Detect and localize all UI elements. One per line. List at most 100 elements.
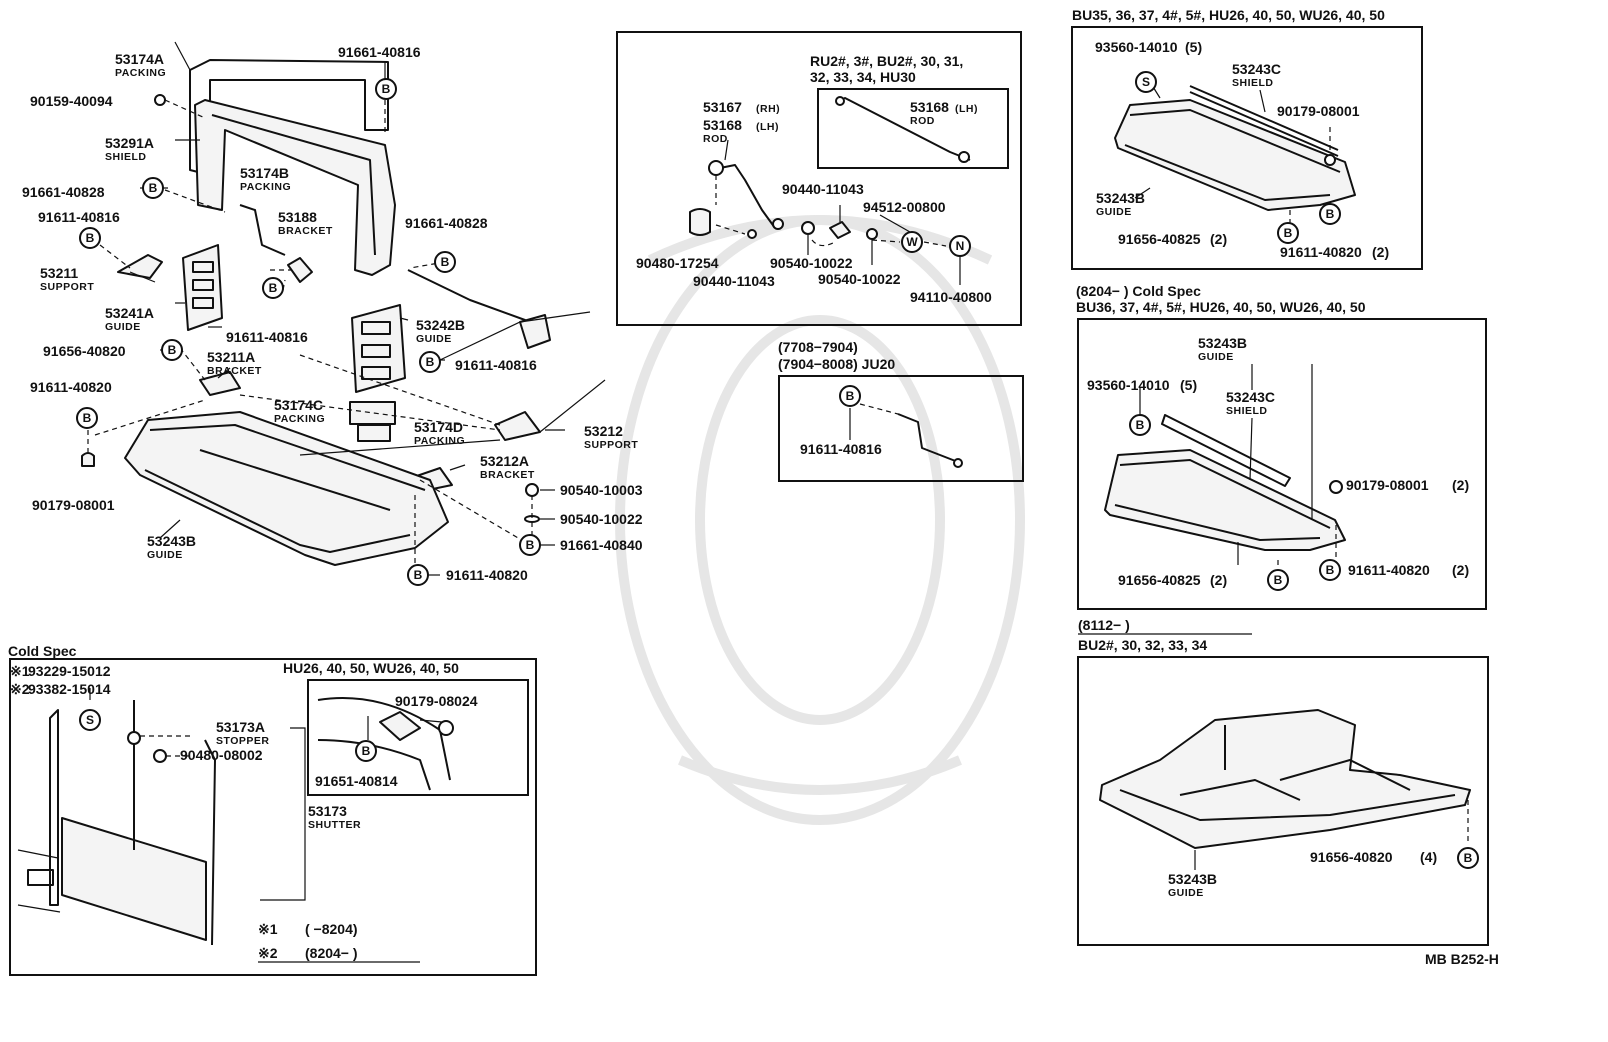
symbol-s-icon: S: [1135, 71, 1157, 93]
part-number: 91611-40816: [226, 329, 308, 345]
packing-53174c-shape: [349, 401, 396, 425]
part-number: 93382-15014: [28, 681, 111, 697]
symbol-b-icon: B: [1277, 222, 1299, 244]
part-quantity: (2): [1210, 572, 1227, 588]
box-header: BU35, 36, 37, 4#, 5#, HU26, 40, 50, WU26…: [1072, 7, 1385, 23]
symbol-n-icon: N: [949, 235, 971, 257]
guide-53241a-shape: [182, 244, 223, 331]
part-number: 91656-40825: [1118, 231, 1201, 247]
part-number: 53243B: [1096, 190, 1145, 206]
part-number: 53243B: [147, 533, 196, 549]
support-53211-shape: [117, 254, 163, 279]
part-name: SHIELD: [105, 151, 147, 163]
part-number: 91661-40828: [22, 184, 105, 200]
part-number: 53211: [40, 265, 78, 281]
part-name: PACKING: [115, 67, 166, 79]
symbol-b-icon: B: [839, 385, 861, 407]
watermark: [615, 215, 1025, 825]
part-number: 91611-40816: [800, 441, 882, 457]
part-number: 90179-08001: [1346, 477, 1429, 493]
part-name: BRACKET: [278, 225, 333, 237]
bracket-53211a-shape: [199, 371, 241, 396]
part-name: SHIELD: [1226, 405, 1268, 417]
box-header: 32, 33, 34, HU30: [810, 69, 916, 85]
part-number: 90440-11043: [693, 273, 775, 289]
part-name: SHIELD: [1232, 77, 1274, 89]
part-quantity: (5): [1185, 39, 1202, 55]
box-header: (7708−7904): [778, 339, 858, 355]
symbol-b-icon: B: [419, 351, 441, 373]
part-number: 53243C: [1232, 61, 1281, 77]
guide-53243b-shape: [124, 411, 449, 566]
box-header: BU2#, 30, 32, 33, 34: [1078, 637, 1207, 653]
part-name: GUIDE: [1096, 206, 1132, 218]
part-number: 91611-40820: [1280, 244, 1362, 260]
note-text: ( −8204): [305, 921, 358, 937]
symbol-b-icon: B: [434, 251, 456, 273]
part-number: 90540-10022: [560, 511, 643, 527]
symbol-b-icon: B: [161, 339, 183, 361]
box-header: (8204− ) Cold Spec: [1076, 283, 1201, 299]
part-suffix: (LH): [955, 103, 978, 115]
box-header: Cold Spec: [8, 643, 77, 659]
part-number: 53174D: [414, 419, 463, 435]
nut-90179-icon: [81, 452, 95, 467]
part-name: GUIDE: [416, 333, 452, 345]
symbol-b-icon: B: [1457, 847, 1479, 869]
symbol-b-icon: B: [1129, 414, 1151, 436]
svg-text:B: B: [846, 389, 855, 403]
shield-53243c-a-shape: [1189, 85, 1339, 151]
part-number: 90440-11043: [782, 181, 864, 197]
part-name: SUPPORT: [584, 439, 638, 451]
part-name: BRACKET: [480, 469, 535, 481]
shutter-53173-shape: [61, 817, 207, 941]
part-number: 53188: [278, 209, 317, 225]
bolt-90159-icon: [154, 94, 166, 106]
cold-spec-inset: [307, 679, 529, 796]
part-name: ROD: [910, 115, 935, 127]
svg-text:S: S: [86, 713, 94, 727]
box-header: (7904−8008) JU20: [778, 356, 895, 372]
part-number: 53173: [308, 803, 347, 819]
bolt-90540-10003-icon: [525, 483, 539, 497]
svg-text:B: B: [382, 82, 391, 96]
ju20-box: (7708−7904) (7904−8008) JU20 B 91611-408…: [778, 339, 1024, 482]
svg-text:B: B: [86, 231, 95, 245]
symbol-w-icon: W: [901, 231, 923, 253]
part-number: 93560-14010: [1095, 39, 1178, 55]
box-header: RU2#, 3#, BU2#, 30, 31,: [810, 53, 963, 69]
part-number: 90540-10022: [818, 271, 901, 287]
part-name: PACKING: [414, 435, 465, 447]
part-number: 53167: [703, 99, 742, 115]
part-number: 91656-40820: [43, 343, 126, 359]
part-mark: ※2: [10, 681, 30, 697]
bracket-53188-shape: [239, 204, 286, 256]
box-header: HU26, 40, 50, WU26, 40, 50: [283, 660, 459, 676]
part-number: 91661-40840: [560, 537, 643, 553]
part-name: BRACKET: [207, 365, 262, 377]
symbol-b-icon: B: [1267, 569, 1289, 591]
svg-text:B: B: [362, 744, 371, 758]
part-number: 53212A: [480, 453, 529, 469]
note-text: (8204− ): [305, 945, 358, 961]
guide-53243b-b-shape: [1104, 449, 1346, 551]
part-number: 91661-40816: [338, 44, 421, 60]
part-number: 91661-40828: [405, 215, 488, 231]
part-number: 90179-08024: [395, 693, 478, 709]
part-number: 90540-10022: [770, 255, 853, 271]
part-number: 91611-40820: [446, 567, 528, 583]
main-assembly: B B B B B B B B B B 53174A PACKING 91661…: [22, 41, 643, 586]
symbol-b-icon: B: [407, 564, 429, 586]
part-number: 91611-40820: [30, 379, 112, 395]
part-name: GUIDE: [105, 321, 141, 333]
part-quantity: (2): [1210, 231, 1227, 247]
part-mark: ※1: [10, 663, 30, 679]
part-number: 53291A: [105, 135, 154, 151]
part-number: 53242B: [416, 317, 465, 333]
part-number: 91611-40816: [455, 357, 537, 373]
box-c: (8112− ) BU2#, 30, 32, 33, 34 B 91656-40…: [1077, 617, 1489, 946]
part-suffix: (LH): [756, 121, 779, 133]
svg-text:W: W: [906, 235, 918, 249]
symbol-s-icon: S: [79, 709, 101, 731]
guide-53243b-a-shape: [1114, 99, 1356, 211]
